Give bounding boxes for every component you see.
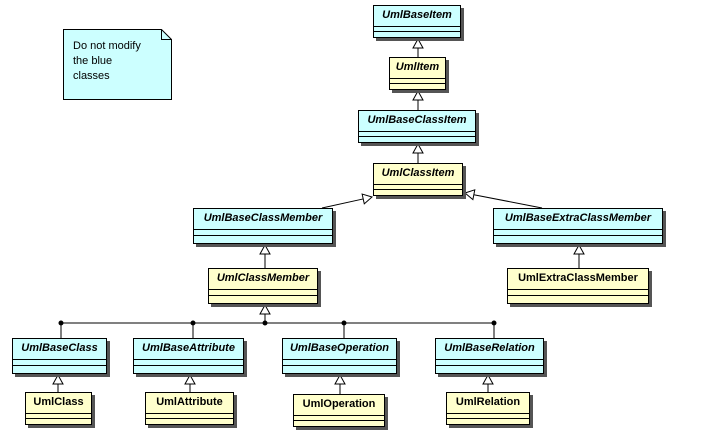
class-name: UmlOperation	[302, 398, 376, 410]
note-line-2: the blue	[73, 55, 113, 67]
edge-uml-class-member-arrowhead	[259, 243, 271, 255]
class-uml-base-item[interactable]: UmlBaseItem	[373, 5, 461, 38]
class-uml-relation[interactable]: UmlRelation	[446, 392, 530, 425]
class-uml-base-relation[interactable]: UmlBaseRelation	[435, 338, 544, 374]
class-name: UmlBaseItem	[382, 9, 452, 21]
class-uml-base-class-member[interactable]: UmlBaseClassMember	[193, 208, 333, 244]
edge-uml-attribute-arrowhead	[184, 373, 196, 385]
class-uml-base-extra-class-member[interactable]: UmlBaseExtraClassMember	[493, 208, 663, 244]
class-name: UmlBaseClassItem	[367, 114, 467, 126]
class-name: UmlBaseClassMember	[203, 212, 323, 224]
class-uml-class-item[interactable]: UmlClassItem	[373, 163, 463, 196]
edge-base-members-arrowhead	[259, 303, 271, 315]
class-name: UmlBaseAttribute	[142, 342, 235, 354]
note-text: Do not modify the blue classes	[73, 39, 141, 84]
class-name: UmlBaseClass	[21, 342, 98, 354]
class-name: UmlAttribute	[156, 396, 223, 408]
edge-uml-extra-class-member-arrowhead	[573, 243, 585, 255]
class-uml-class[interactable]: UmlClass	[25, 392, 92, 425]
class-uml-operation[interactable]: UmlOperation	[293, 394, 385, 427]
class-uml-base-attribute[interactable]: UmlBaseAttribute	[133, 338, 244, 374]
note-line-3: classes	[73, 70, 110, 82]
edge-uml-item-arrowhead	[412, 37, 424, 49]
class-uml-base-class[interactable]: UmlBaseClass	[12, 338, 107, 374]
edge-uml-operation-arrowhead	[334, 373, 346, 385]
edge-uml-relation-arrowhead	[482, 373, 494, 385]
edge-uml-base-class-member-line	[321, 198, 364, 209]
class-name: UmlClassItem	[381, 167, 455, 179]
edge-base-members-junction	[262, 320, 268, 326]
edge-uml-base-extra-class-member-line	[473, 194, 543, 209]
class-name: UmlItem	[395, 61, 440, 73]
note-line-1: Do not modify	[73, 40, 141, 52]
class-name: UmlClassMember	[216, 272, 310, 284]
class-uml-item[interactable]: UmlItem	[389, 57, 446, 90]
edge-uml-class-arrowhead	[52, 373, 64, 385]
class-name: UmlBaseOperation	[289, 342, 390, 354]
class-uml-base-operation[interactable]: UmlBaseOperation	[282, 338, 397, 374]
note[interactable]: Do not modify the blue classes	[63, 29, 172, 100]
class-uml-attribute[interactable]: UmlAttribute	[145, 392, 234, 425]
class-uml-class-member[interactable]: UmlClassMember	[208, 268, 318, 304]
class-name: UmlRelation	[455, 396, 521, 408]
edge-uml-base-class-item-arrowhead	[412, 89, 424, 101]
class-name: UmlBaseExtraClassMember	[504, 212, 652, 224]
edge-uml-class-item-arrowhead	[412, 142, 424, 154]
class-uml-extra-class-member[interactable]: UmlExtraClassMember	[507, 268, 649, 304]
class-name: UmlBaseRelation	[444, 342, 535, 354]
note-shape	[63, 29, 172, 100]
class-name: UmlClass	[33, 396, 84, 408]
class-name: UmlExtraClassMember	[518, 272, 638, 284]
edge-uml-base-class-member-arrowhead	[361, 193, 374, 205]
class-uml-base-class-item[interactable]: UmlBaseClassItem	[358, 110, 476, 143]
edge-uml-base-extra-class-member-arrowhead	[463, 189, 476, 201]
